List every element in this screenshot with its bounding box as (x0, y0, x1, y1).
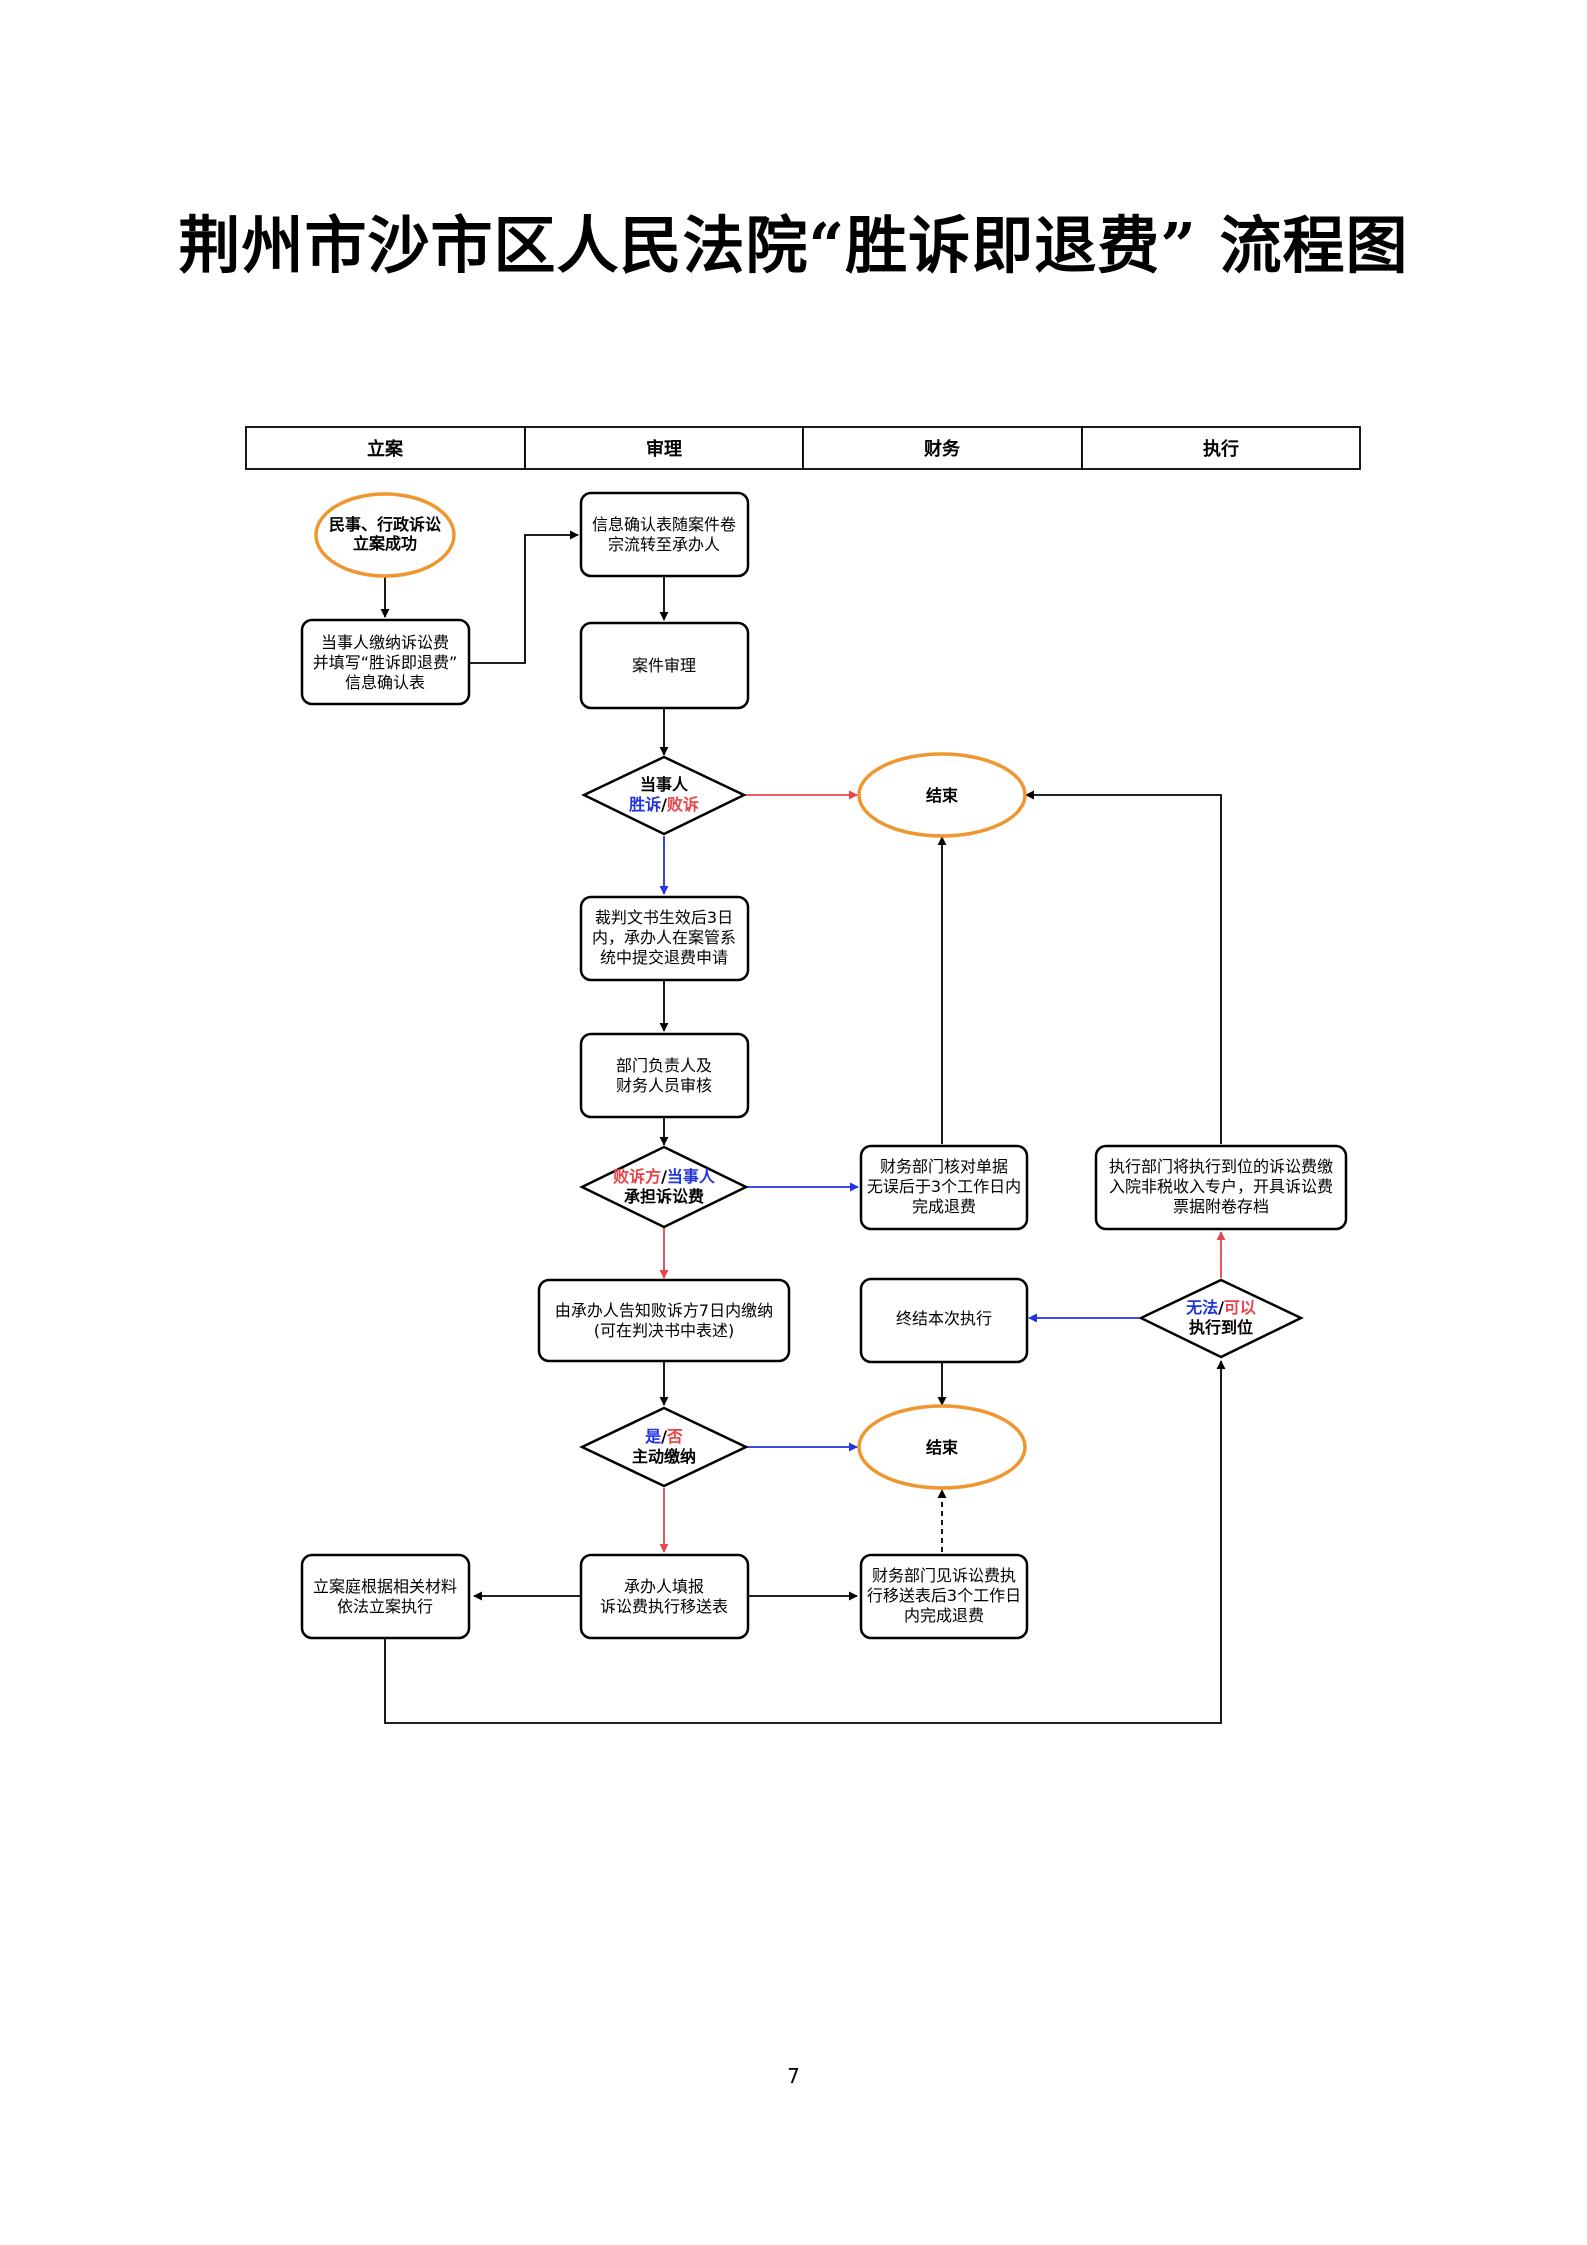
arrow-court-to-execresult (384, 1360, 1226, 1724)
node-exec-transfer: 执行部门将执行到位的诉讼费缴 入院非税收入专户，开具诉讼费 票据附卷存档 (1094, 1144, 1348, 1231)
decision-win-lose-line2: 胜诉/败诉 (629, 795, 699, 814)
node-submit-refund-line2: 内，承办人在案管系 (592, 928, 736, 947)
decision-ok-label: 可以 (1224, 1298, 1256, 1317)
node-submit-refund-line3: 统中提交退费申请 (600, 948, 728, 967)
node-finance-refund-line2: 无误后于3个工作日内 (867, 1177, 1021, 1196)
lane-cell-finance (802, 426, 1083, 470)
node-notify-loser-line2: (可在判决书中表述) (594, 1321, 735, 1340)
arrow-payfee-to-info (469, 530, 579, 664)
node-dept-review-line2: 财务人员审核 (616, 1076, 712, 1095)
node-start-line1: 民事、行政诉讼 (329, 515, 441, 534)
node-finance-refund-2: 财务部门见诉讼费执 行移送表后3个工作日 内完成退费 (859, 1553, 1029, 1640)
decision-exec-result-line2: 执行到位 (1189, 1318, 1253, 1337)
page-title: 荆州市沙市区人民法院“胜诉即退费” 流程图 (178, 209, 1409, 282)
node-pay-fee-line1: 当事人缴纳诉讼费 (321, 633, 449, 652)
decision-pay-line2: 主动缴纳 (632, 1447, 696, 1466)
node-end-1-label: 结束 (925, 786, 959, 805)
lane-label-finance: 财务 (924, 438, 961, 460)
decision-who-bears-line2: 承担诉讼费 (624, 1187, 704, 1206)
decision-win-label: 胜诉 (629, 795, 661, 814)
node-info-transfer-line1: 信息确认表随案件卷 (592, 515, 736, 534)
node-finance-refund-line1: 财务部门核对单据 (880, 1157, 1008, 1176)
node-end-1: 结束 (857, 752, 1027, 838)
node-pay-fee: 当事人缴纳诉讼费 并填写“胜诉即退费” 信息确认表 (300, 618, 471, 706)
node-finance-refund-line3: 完成退费 (912, 1197, 976, 1216)
node-fill-transfer-line1: 承办人填报 (624, 1577, 704, 1596)
decision-win-lose-sep: / (661, 795, 667, 814)
decision-who-bears-line1: 败诉方/当事人 (613, 1167, 716, 1186)
node-fill-transfer-line2: 诉讼费执行移送表 (600, 1597, 728, 1616)
node-dept-review: 部门负责人及 财务人员审核 (579, 1032, 750, 1119)
node-finance-refund: 财务部门核对单据 无误后于3个工作日内 完成退费 (859, 1144, 1029, 1231)
page-number: 7 (787, 2064, 800, 2088)
node-start: 民事、行政诉讼 立案成功 (314, 492, 456, 578)
node-trial-line1: 案件审理 (632, 656, 696, 675)
lane-label-trial: 审理 (646, 438, 682, 460)
decision-who-bears-sep: / (661, 1167, 667, 1186)
decision-lose-label: 败诉 (667, 795, 699, 814)
node-court-filing-line1: 立案庭根据相关材料 (313, 1577, 457, 1596)
node-exec-transfer-line2: 入院非税收入专户，开具诉讼费 (1109, 1177, 1333, 1196)
lane-label-execution: 执行 (1203, 438, 1239, 460)
node-dept-review-line1: 部门负责人及 (616, 1056, 712, 1075)
node-pay-fee-line2: 并填写“胜诉即退费” (313, 653, 458, 672)
lane-cell-filing (245, 426, 526, 470)
node-court-filing-line2: 依法立案执行 (337, 1597, 433, 1616)
lane-header: 立案 审理 财务 执行 (245, 426, 1361, 470)
node-terminate: 终结本次执行 (859, 1277, 1029, 1364)
lane-label-filing: 立案 (367, 438, 404, 460)
arrow-exec-to-end (1025, 790, 1222, 1144)
decision-party-label: 当事人 (667, 1167, 716, 1186)
node-submit-refund: 裁判文书生效后3日 内，承办人在案管系 统中提交退费申请 (579, 895, 750, 982)
decision-who-bears: 败诉方/当事人 承担诉讼费 (579, 1145, 749, 1229)
lane-cell-execution (1081, 426, 1361, 470)
node-finance-refund-2-line3: 内完成退费 (904, 1606, 984, 1625)
decision-loser-label: 败诉方 (613, 1167, 661, 1186)
lane-cell-trial (524, 426, 804, 470)
node-submit-refund-line1: 裁判文书生效后3日 (595, 908, 733, 927)
decision-pay: 是/否 主动缴纳 (579, 1406, 749, 1488)
node-end-2-label: 结束 (925, 1438, 959, 1457)
node-exec-transfer-line1: 执行部门将执行到位的诉讼费缴 (1109, 1157, 1333, 1176)
node-court-filing: 立案庭根据相关材料 依法立案执行 (300, 1553, 471, 1640)
node-finance-refund-2-line2: 行移送表后3个工作日 (867, 1586, 1021, 1605)
node-pay-fee-line3: 信息确认表 (345, 673, 425, 692)
node-notify-loser: 由承办人告知败诉方7日内缴纳 (可在判决书中表述) (537, 1278, 791, 1363)
decision-exec-result: 无法/可以 执行到位 (1138, 1278, 1304, 1359)
decision-exec-result-sep: / (1218, 1298, 1224, 1317)
decision-fail-label: 无法 (1185, 1298, 1218, 1317)
node-info-transfer-line2: 宗流转至承办人 (608, 535, 720, 554)
decision-win-lose-line1: 当事人 (640, 775, 689, 794)
node-end-2: 结束 (857, 1404, 1027, 1490)
decision-pay-line1: 是/否 (644, 1427, 683, 1446)
decision-win-lose: 当事人 胜诉/败诉 (581, 755, 747, 836)
decision-no-label: 否 (666, 1427, 683, 1446)
node-fill-transfer: 承办人填报 诉讼费执行移送表 (579, 1553, 750, 1640)
connectors (380, 530, 1226, 1724)
node-info-transfer: 信息确认表随案件卷 宗流转至承办人 (579, 491, 750, 578)
node-trial: 案件审理 (579, 621, 750, 710)
node-start-line2: 立案成功 (353, 534, 417, 553)
decision-yes-label: 是 (644, 1427, 661, 1446)
decision-exec-result-line1: 无法/可以 (1185, 1298, 1256, 1317)
node-terminate-line1: 终结本次执行 (896, 1309, 992, 1328)
node-finance-refund-2-line1: 财务部门见诉讼费执 (872, 1566, 1016, 1585)
node-exec-transfer-line3: 票据附卷存档 (1173, 1197, 1269, 1216)
decision-pay-sep: / (661, 1427, 667, 1446)
node-notify-loser-line1: 由承办人告知败诉方7日内缴纳 (555, 1301, 773, 1320)
